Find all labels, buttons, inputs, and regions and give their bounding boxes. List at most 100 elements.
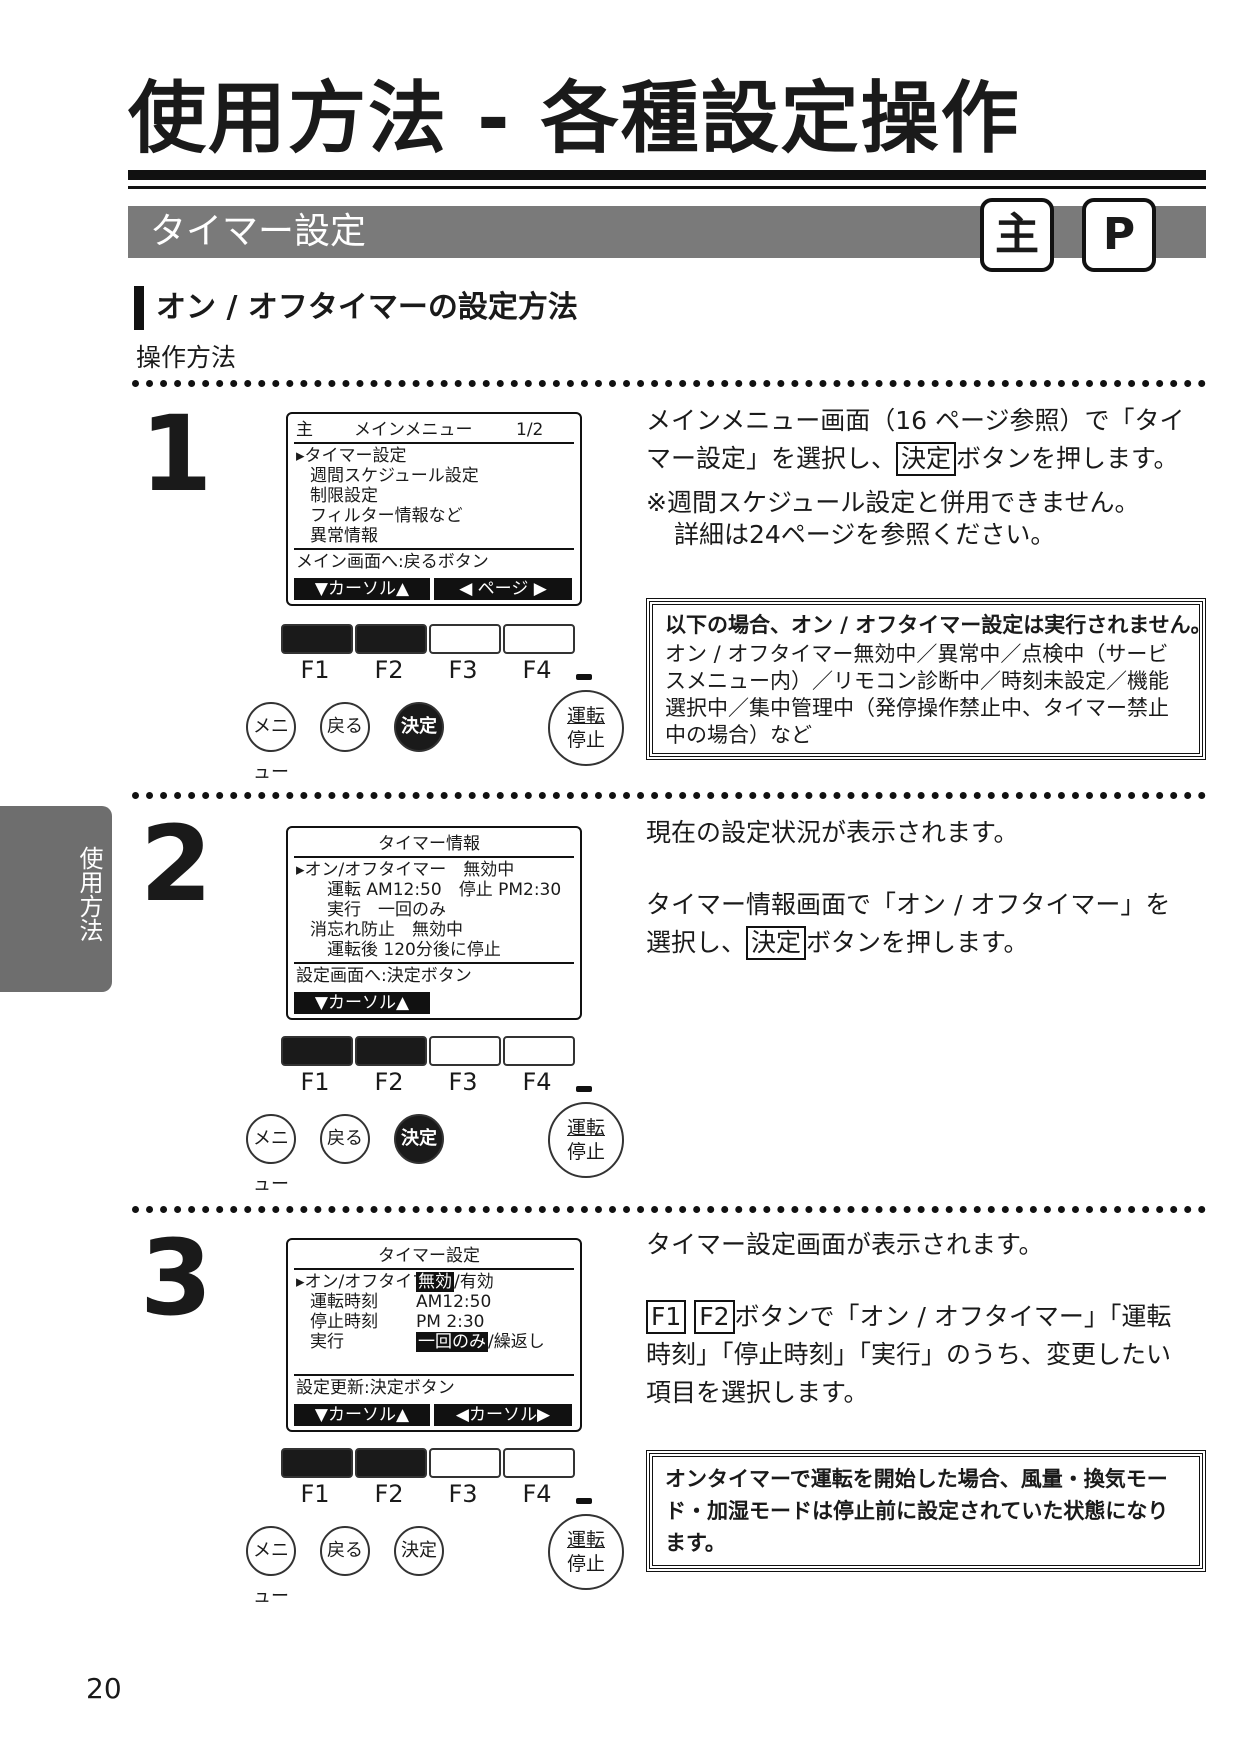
setting-exec-label: 実行 [310,1332,344,1352]
screen-line: ▸オン/オフタイマー 無効中 [296,860,515,880]
box-line: 選択中／集中管理中（発停操作禁止中、タイマー禁止 [665,696,1169,720]
step1-note: ※週間スケジュール設定と併用できません。 [646,488,1140,517]
operation-label: 操作方法 [136,343,237,372]
menu-item: 異常情報 [310,526,378,546]
screen-separator [294,442,574,444]
f2-label: F2 [374,656,404,684]
status-led [576,1498,592,1504]
stop-label: 停止 [566,729,605,751]
step2-desc: タイマー情報画面で「オン / オフタイマー」を [646,890,1171,919]
f1-key-ref: F1 [646,1300,687,1334]
enter-key-ref: 決定 [896,442,957,476]
menu-item: フィルター情報など [310,506,463,526]
f1-key[interactable] [281,1448,353,1478]
f3-key[interactable] [429,624,501,654]
title-rule-thin [128,186,1206,189]
screen-line: 消忘れ防止 無効中 [310,920,463,940]
subsection-title: オン / オフタイマーの設定方法 [156,290,578,325]
f4-key[interactable] [503,624,575,654]
menu-item: ▸タイマー設定 [296,446,407,466]
timer-note-box: オンタイマーで運転を開始した場合、風量・換気モー ド・加湿モードは停止前に設定さ… [646,1450,1206,1572]
screen-separator [294,548,574,550]
menu-button[interactable]: メニュー [246,1526,296,1607]
title-rule-thick [128,170,1206,180]
box-title: 以下の場合、オン / オフタイマー設定は実行されません。 [665,613,1212,637]
f1-label: F1 [300,1480,330,1508]
f3-label: F3 [448,1480,478,1508]
screen-line: 実行 一回のみ [310,900,446,920]
step2-desc: 現在の設定状況が表示されます。 [646,818,1019,847]
stop-label: 停止 [566,1141,605,1163]
step3-desc: 項目を選択します。 [646,1378,869,1407]
softkey-cursor: ▼カーソル▲ [294,578,430,600]
screen-footer: 設定更新:決定ボタン [296,1378,455,1398]
back-button[interactable]: 戻る [320,702,370,752]
screen-separator [294,856,574,858]
screen-header-title: タイマー設定 [378,1246,480,1266]
setting-exec-value: 一回のみ/繰返し [416,1332,545,1352]
f3-label: F3 [448,1068,478,1096]
run-label: 運転 [566,1529,605,1551]
f2-key[interactable] [355,1448,427,1478]
f3-label: F3 [448,656,478,684]
f3-key[interactable] [429,1448,501,1478]
run-stop-button[interactable]: 運転 停止 [548,1102,624,1178]
screen-header-title: メインメニュー [354,420,473,440]
enter-button[interactable]: 決定 [394,702,444,752]
f1-label: F1 [300,656,330,684]
screen-header-page: 1/2 [516,420,544,440]
f2-key-ref: F2 [694,1300,735,1334]
box-line: 中の場合）など [665,723,812,747]
status-led [576,674,592,680]
step-divider [132,792,1206,799]
setting-onoff-value: 無効/有効 [416,1272,494,1292]
f2-key[interactable] [355,624,427,654]
softkey-cursor: ▼カーソル▲ [294,992,430,1014]
main-remote-badge: 主 [980,198,1054,272]
subsection-marker [134,286,144,330]
screen-footer: 設定画面へ:決定ボタン [296,966,472,986]
lcd-screen-timer-settings: タイマー設定 ▸オン/オフタイマー 無効/有効 運転時刻 AM12:50 停止時… [286,1238,582,1432]
f4-label: F4 [522,656,552,684]
run-stop-button[interactable]: 運転 停止 [548,1514,624,1590]
page-title: 使用方法 - 各種設定操作 [128,74,1021,164]
f2-key[interactable] [355,1036,427,1066]
menu-button[interactable]: メニュー [246,702,296,783]
screen-footer: メイン画面へ:戻るボタン [296,552,489,572]
enter-key-ref: 決定 [746,926,807,960]
step-number: 3 [140,1217,213,1339]
screen-line: 運転 AM12:50 停止 PM2:30 [310,880,562,900]
setting-stop-label: 停止時刻 [310,1312,378,1332]
box-line: オン / オフタイマー無効中／異常中／点検中（サービ [665,642,1169,666]
step2-desc: 選択し、決定ボタンを押します。 [646,924,1029,962]
setting-start-value: AM12:50 [416,1292,492,1312]
back-button[interactable]: 戻る [320,1114,370,1164]
enter-button[interactable]: 決定 [394,1526,444,1576]
f4-key[interactable] [503,1036,575,1066]
p-badge: P [1082,198,1156,272]
setting-stop-value: PM 2:30 [416,1312,485,1332]
stop-label: 停止 [566,1553,605,1575]
run-stop-button[interactable]: 運転 停止 [548,690,624,766]
screen-separator [294,962,574,964]
setting-onoff-label: ▸オン/オフタイマー [296,1272,447,1292]
setting-start-label: 運転時刻 [310,1292,378,1312]
f4-label: F4 [522,1068,552,1096]
menu-item: 制限設定 [310,486,378,506]
softkey-page: ◀ ページ ▶ [434,578,572,600]
f1-key[interactable] [281,624,353,654]
menu-button[interactable]: メニュー [246,1114,296,1195]
status-led [576,1086,592,1092]
screen-header-left: 主 [296,420,313,440]
f3-key[interactable] [429,1036,501,1066]
restriction-box: 以下の場合、オン / オフタイマー設定は実行されません。 オン / オフタイマー… [646,598,1212,760]
back-button[interactable]: 戻る [320,1526,370,1576]
step1-note: 詳細は24ページを参照ください。 [674,520,1056,549]
side-tab [0,806,112,992]
f4-key[interactable] [503,1448,575,1478]
step1-desc: マー設定」を選択し、決定ボタンを押します。 [646,440,1179,478]
f1-key[interactable] [281,1036,353,1066]
softkey-cursor-vertical: ▼カーソル▲ [294,1404,430,1426]
enter-button[interactable]: 決定 [394,1114,444,1164]
f1-label: F1 [300,1068,330,1096]
